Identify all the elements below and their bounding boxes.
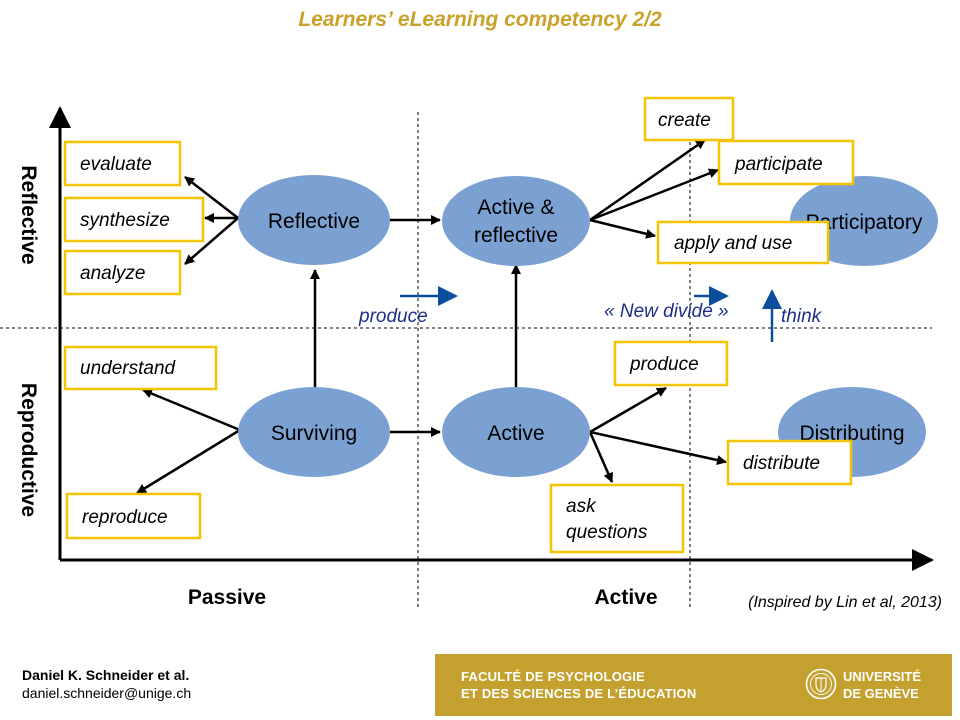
box-ask-questions-line1: ask: [566, 496, 597, 517]
author-email: daniel.schneider@unige.ch: [22, 685, 192, 701]
arrow-ar-to-create: [589, 138, 706, 222]
y-axis-label-reflective: Reflective: [17, 165, 40, 264]
author-name: Daniel K. Schneider et al.: [22, 667, 190, 683]
x-axis-label-active: Active: [594, 586, 657, 609]
arrow-active-to-produce: [589, 386, 667, 434]
node-reflective-label: Reflective: [268, 210, 360, 233]
box-synthesize-label: synthesize: [80, 210, 170, 231]
box-evaluate-label: evaluate: [80, 154, 152, 175]
arrow-ar-to-apply: [589, 218, 656, 239]
annotation-new-divide: « New divide »: [604, 301, 729, 322]
box-produce-label: produce: [629, 354, 699, 375]
page-title: Learners’ eLearning competency 2/2: [298, 8, 662, 31]
arrow-surviving-to-reproduce: [136, 428, 241, 495]
box-reproduce-label: reproduce: [82, 507, 168, 528]
university-banner: FACULTÉ DE PSYCHOLOGIE ET DES SCIENCES D…: [435, 654, 952, 716]
node-participatory-label: Participatory: [806, 211, 923, 234]
box-participate-label: participate: [734, 154, 823, 175]
box-distribute: distribute: [726, 439, 853, 486]
box-apply-and-use-label: apply and use: [674, 233, 792, 254]
box-produce: produce: [613, 340, 729, 387]
node-surviving: Surviving: [238, 387, 390, 477]
faculty-name: FACULTÉ DE PSYCHOLOGIE ET DES SCIENCES D…: [461, 668, 696, 702]
box-analyze-label: analyze: [80, 263, 146, 284]
box-synthesize: synthesize: [63, 196, 205, 243]
uni-line2: DE GENÈVE: [843, 686, 919, 701]
competency-diagram: Reflective Reproductive Passive Active R…: [0, 96, 942, 611]
node-active-reflective: Active & reflective: [442, 176, 590, 266]
box-create: create: [643, 96, 735, 142]
arrow-reflective-to-evaluate: [184, 176, 239, 219]
arrow-active-to-distribute: [589, 430, 727, 465]
node-reflective: Reflective: [238, 175, 390, 265]
box-apply-and-use: apply and use: [656, 220, 830, 265]
faculty-line1: FACULTÉ DE PSYCHOLOGIE: [461, 669, 646, 684]
box-analyze: analyze: [63, 249, 182, 296]
box-understand: understand: [63, 345, 218, 391]
arrow-active-to-ask: [588, 431, 614, 483]
university-seal-icon: [805, 668, 837, 700]
box-participate: participate: [717, 139, 855, 186]
node-active: Active: [442, 387, 590, 477]
node-active-reflective-line2: reflective: [474, 224, 558, 247]
node-active-label: Active: [487, 422, 544, 445]
university-name: UNIVERSITÉ DE GENÈVE: [843, 668, 921, 702]
arrow-surviving-to-understand: [142, 388, 241, 432]
author-block: Daniel K. Schneider et al. daniel.schnei…: [22, 667, 191, 701]
x-axis-label-passive: Passive: [188, 586, 266, 609]
faculty-line2: ET DES SCIENCES DE L’ÉDUCATION: [461, 686, 697, 701]
box-ask-questions: ask questions: [549, 483, 685, 554]
uni-line1: UNIVERSITÉ: [843, 669, 922, 684]
box-evaluate: evaluate: [63, 140, 182, 187]
box-ask-questions-line2: questions: [566, 522, 648, 543]
box-understand-label: understand: [80, 358, 177, 379]
node-distributing-label: Distributing: [799, 422, 904, 445]
annotation-think: think: [781, 306, 823, 327]
y-axis-label-reproductive: Reproductive: [17, 383, 40, 517]
node-surviving-label: Surviving: [271, 422, 357, 445]
annotation-produce: produce: [358, 306, 428, 327]
box-reproduce: reproduce: [65, 492, 202, 540]
box-distribute-label: distribute: [743, 453, 820, 474]
node-active-reflective-line1: Active &: [477, 196, 554, 219]
citation-text: (Inspired by Lin et al, 2013): [748, 594, 942, 611]
arrow-reflective-to-analyze: [184, 217, 239, 265]
box-create-label: create: [658, 110, 711, 131]
arrow-ar-to-participate: [589, 168, 719, 222]
